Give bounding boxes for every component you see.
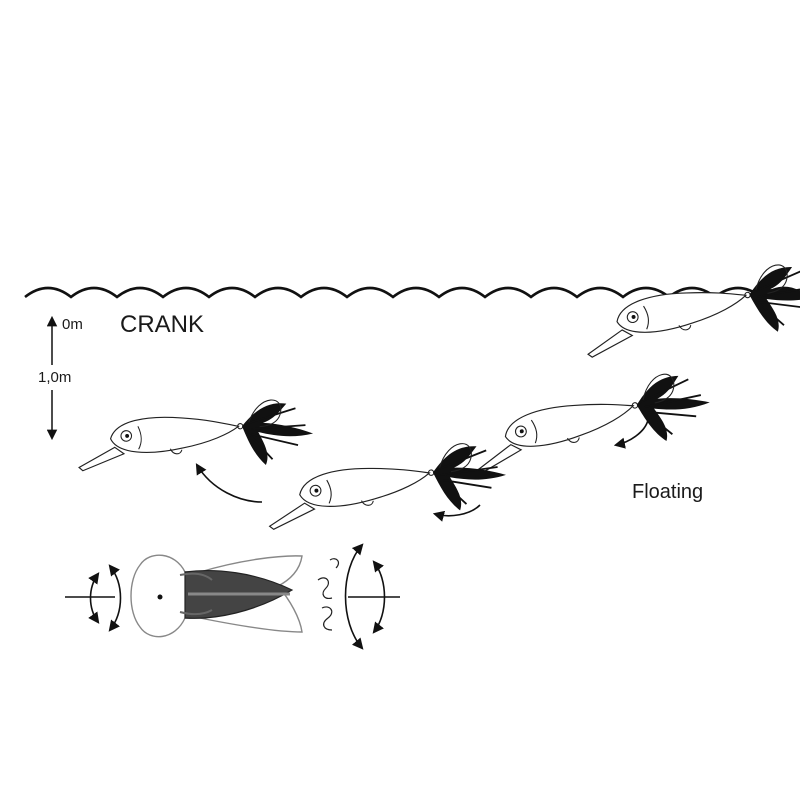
depth-label-top: 0m: [62, 316, 83, 333]
diagram-title: CRANK: [120, 311, 204, 338]
swing-arrow: [432, 504, 481, 522]
wobble-arrow: [108, 564, 122, 632]
lure-icon: [577, 257, 800, 366]
swing-arrow: [613, 419, 649, 449]
wobble-arrow: [344, 543, 364, 650]
wobble-arrow: [88, 572, 100, 624]
wobble-arrow: [372, 560, 386, 634]
depth-scale: 0m 1,0m: [38, 315, 83, 441]
retrieve-arrow: [195, 463, 263, 503]
lure-icon: [74, 396, 316, 479]
mode-label: Floating: [632, 481, 703, 503]
lure-icon: [261, 437, 511, 538]
lure-icon: [465, 365, 717, 482]
depth-label-bottom: 1,0m: [38, 369, 71, 386]
